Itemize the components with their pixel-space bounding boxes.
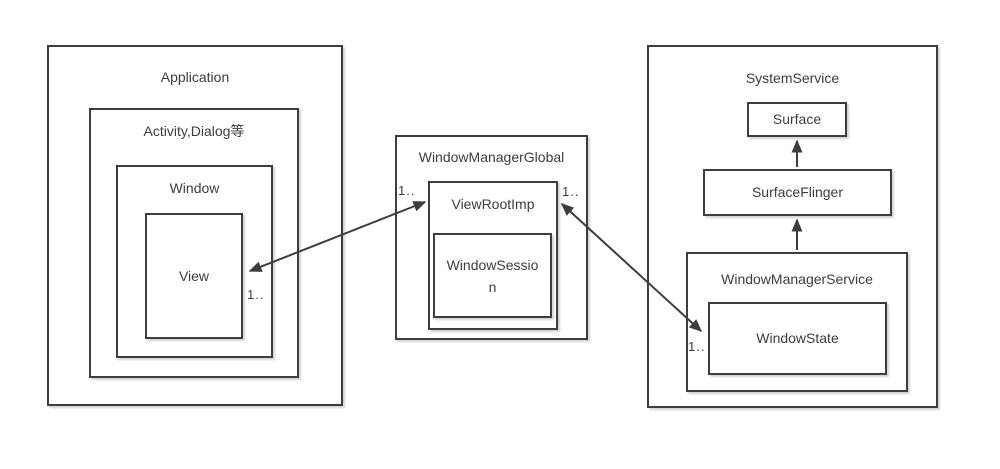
application-title: Application [160, 69, 230, 85]
view-root-imp-title: ViewRootImp [451, 196, 535, 212]
window-state-title: WindowState [756, 330, 839, 346]
window-manager-global-title: WindowManagerGlobal [418, 149, 565, 165]
multiplicity-view-root-imp-right: 1.. [562, 184, 580, 199]
window-title: Window [169, 180, 220, 196]
activity-dialog-title: Activity,Dialog等 [143, 123, 245, 139]
window-manager-service-title: WindowManagerService [721, 271, 873, 287]
multiplicity-view-root-imp-left: 1.. [398, 183, 416, 198]
window-session-title-line2: n [488, 278, 497, 295]
surface-box: Surface [747, 102, 847, 137]
multiplicity-view: 1.. [247, 287, 265, 302]
view-box: View [145, 213, 243, 339]
window-session-box: WindowSessio n [433, 233, 552, 318]
multiplicity-window-state: 1.. [688, 339, 706, 354]
window-state-box: WindowState [708, 302, 887, 375]
surface-title: Surface [772, 111, 822, 127]
system-service-title: SystemService [745, 70, 840, 86]
window-session-title-line1: WindowSessio [446, 256, 539, 273]
view-title: View [178, 267, 210, 284]
surface-flinger-box: SurfaceFlinger [703, 169, 892, 216]
surface-flinger-title: SurfaceFlinger [751, 184, 844, 200]
